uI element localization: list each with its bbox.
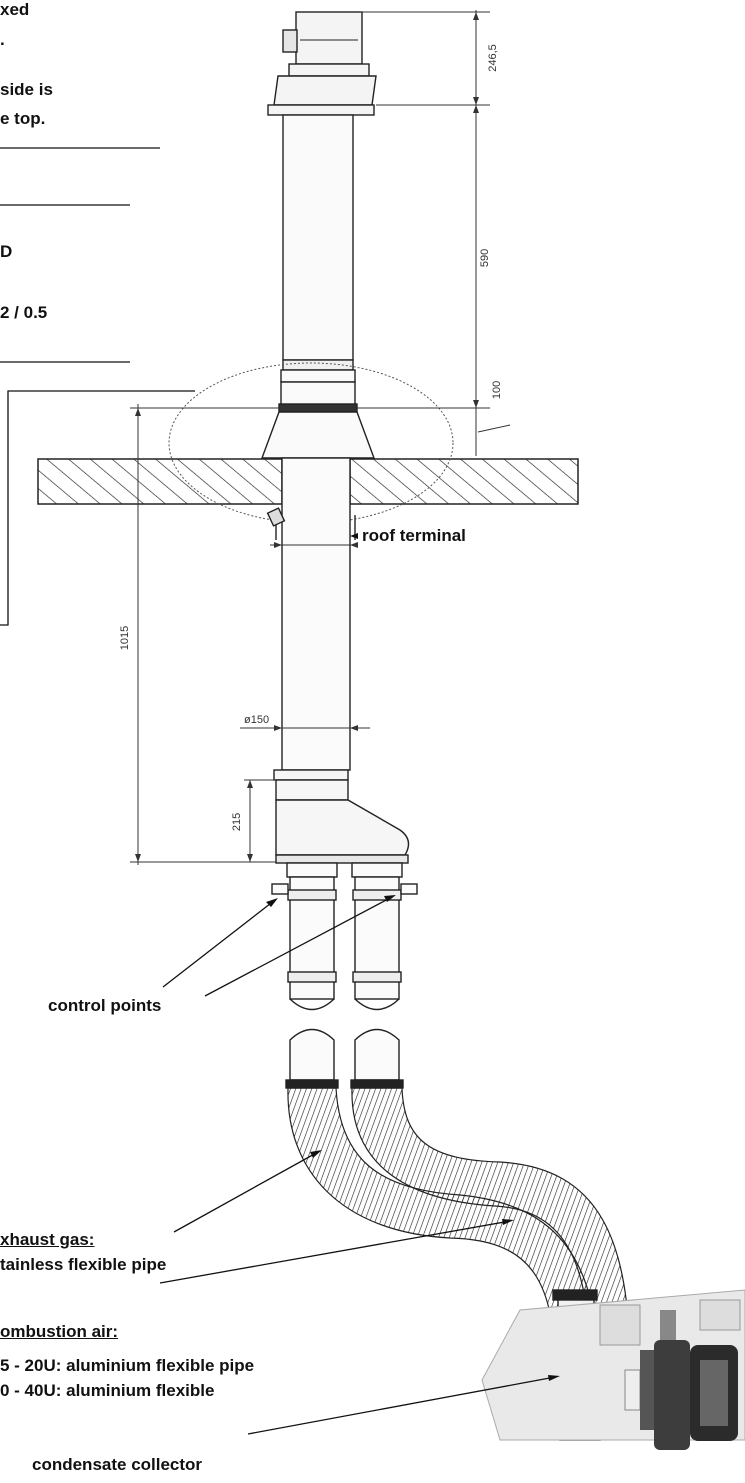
roof-pipe <box>266 457 356 771</box>
dim-100: 100 <box>491 381 503 399</box>
transition-piece <box>273 769 410 864</box>
dim-1015: 1015 <box>119 626 131 650</box>
detail-bracket <box>0 390 195 626</box>
dim-246: 246,5 <box>487 44 499 72</box>
dimension-lines <box>130 10 511 865</box>
combustion-air-line-1: 5 - 20U: aluminium flexible pipe <box>0 1356 255 1375</box>
dim-590: 590 <box>479 249 491 267</box>
roof-terminal-label: roof terminal <box>360 526 474 546</box>
intro-line-2: . <box>0 30 5 49</box>
intro-line-4: e top. <box>0 109 46 128</box>
intro-line-6: 2 / 0.5 <box>0 303 48 322</box>
boiler-unit <box>481 1289 745 1450</box>
exhaust-gas-title: xhaust gas: <box>0 1230 95 1249</box>
combustion-air-line-2: 0 - 40U: aluminium flexible <box>0 1381 215 1400</box>
terminal-cap <box>267 11 377 116</box>
intro-line-5: D <box>0 242 13 261</box>
leader-arrowheads <box>266 533 560 1381</box>
dim-215: 215 <box>231 813 243 831</box>
dimension-arrows <box>135 12 479 862</box>
intro-line-3: side is <box>0 80 53 99</box>
condensate-collector-label: condensate collector <box>32 1455 203 1474</box>
main-duct <box>260 114 376 459</box>
intro-line-1: xed <box>0 0 30 19</box>
intro-rules <box>0 147 160 363</box>
exhaust-gas-desc: tainless flexible pipe <box>0 1255 167 1274</box>
leader-lines <box>159 896 556 1435</box>
dim-150: ø150 <box>244 714 269 726</box>
control-points-label: control points <box>48 996 162 1015</box>
combustion-air-title: ombustion air: <box>0 1322 119 1341</box>
twin-pipes <box>271 862 418 1089</box>
